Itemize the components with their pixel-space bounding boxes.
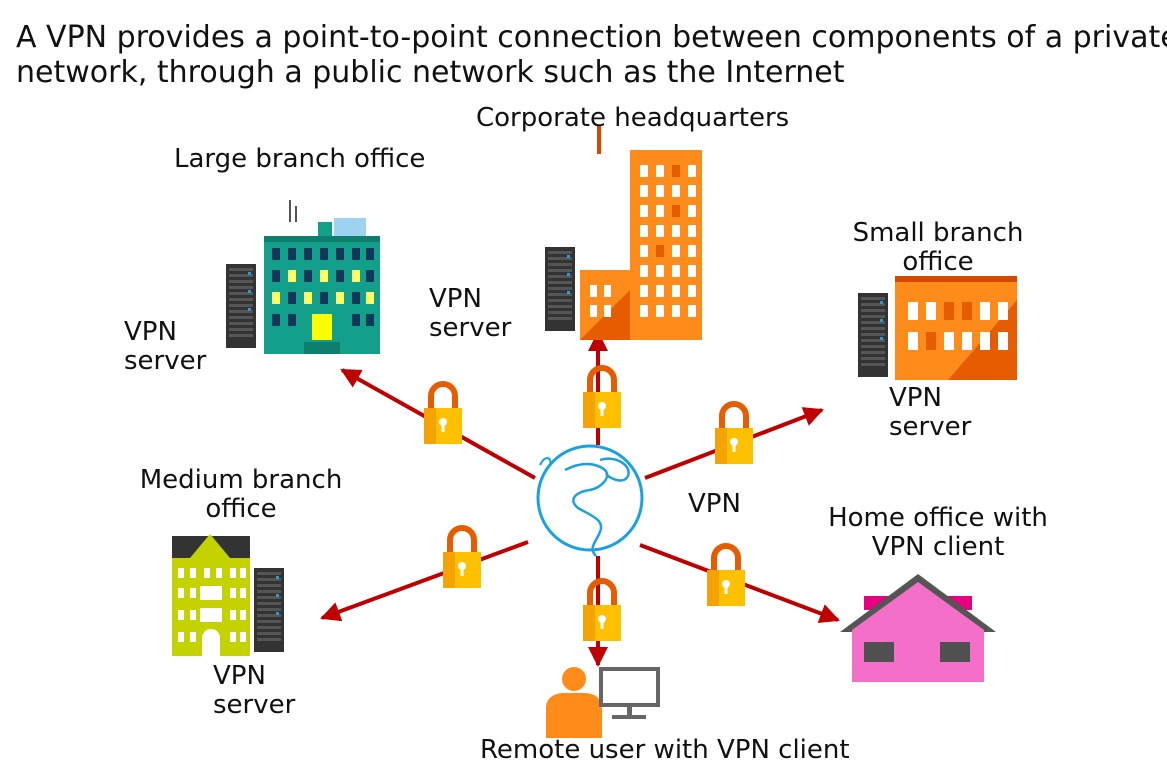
home-office-label-line-2: VPN client xyxy=(871,532,1005,562)
small-branch-server-label: VPN server xyxy=(889,384,971,442)
small-branch-building-icon xyxy=(895,276,1017,380)
lock-icon xyxy=(715,404,753,464)
hq-label: Corporate headquarters xyxy=(476,103,790,133)
diagram-title: A VPN provides a point-to-point connecti… xyxy=(16,20,1167,90)
lock-icon xyxy=(443,528,481,588)
medium-branch-server-icon xyxy=(254,568,284,652)
hq-server-label-line-1: VPN xyxy=(429,284,482,314)
remote-user-label: Remote user with VPN client xyxy=(480,735,850,765)
home-office-house-icon xyxy=(840,574,996,682)
hq-building-icon xyxy=(580,126,702,340)
hq-server-icon xyxy=(545,247,575,331)
large-branch-server-label-line-1: VPN xyxy=(124,317,177,347)
medium-branch-label-line-1: Medium branch xyxy=(139,465,343,495)
medium-branch-server-label: VPN server xyxy=(213,662,295,720)
medium-branch-server-label-line-2: server xyxy=(213,690,296,720)
lock-icon xyxy=(707,546,745,606)
vpn-center-label: VPN xyxy=(688,489,741,519)
small-branch-server-label-line-1: VPN xyxy=(889,383,942,413)
medium-branch-label: Medium branch office xyxy=(136,466,346,524)
globe-icon xyxy=(536,444,644,557)
large-branch-server-label: VPN server xyxy=(124,318,206,376)
hq-server-label-line-2: server xyxy=(429,313,512,343)
arrow-to-medium-branch xyxy=(320,540,529,622)
monitor-icon xyxy=(599,667,660,719)
medium-branch-building-icon xyxy=(172,534,250,656)
home-office-label: Home office with VPN client xyxy=(824,504,1052,562)
small-branch-server-icon xyxy=(858,293,888,377)
title-line-1: A VPN provides a point-to-point connecti… xyxy=(16,20,1167,55)
title-line-2: network, through a public network such a… xyxy=(16,55,845,90)
large-branch-server-icon xyxy=(226,264,256,348)
large-branch-server-label-line-2: server xyxy=(124,346,207,376)
lock-icon xyxy=(583,368,621,428)
small-branch-label-line-2: office xyxy=(902,247,974,277)
large-branch-building-icon xyxy=(264,200,380,354)
lock-icon xyxy=(583,581,621,641)
small-branch-label-line-1: Small branch xyxy=(852,218,1024,248)
hq-server-label: VPN server xyxy=(429,285,511,343)
medium-branch-server-label-line-1: VPN xyxy=(213,661,266,691)
large-branch-label: Large branch office xyxy=(174,144,426,174)
home-office-label-line-1: Home office with xyxy=(828,503,1048,533)
small-branch-server-label-line-2: server xyxy=(889,412,972,442)
small-branch-label: Small branch office xyxy=(852,219,1024,277)
remote-user-icon xyxy=(546,667,602,738)
lock-icon xyxy=(424,384,462,444)
medium-branch-label-line-2: office xyxy=(205,494,277,524)
